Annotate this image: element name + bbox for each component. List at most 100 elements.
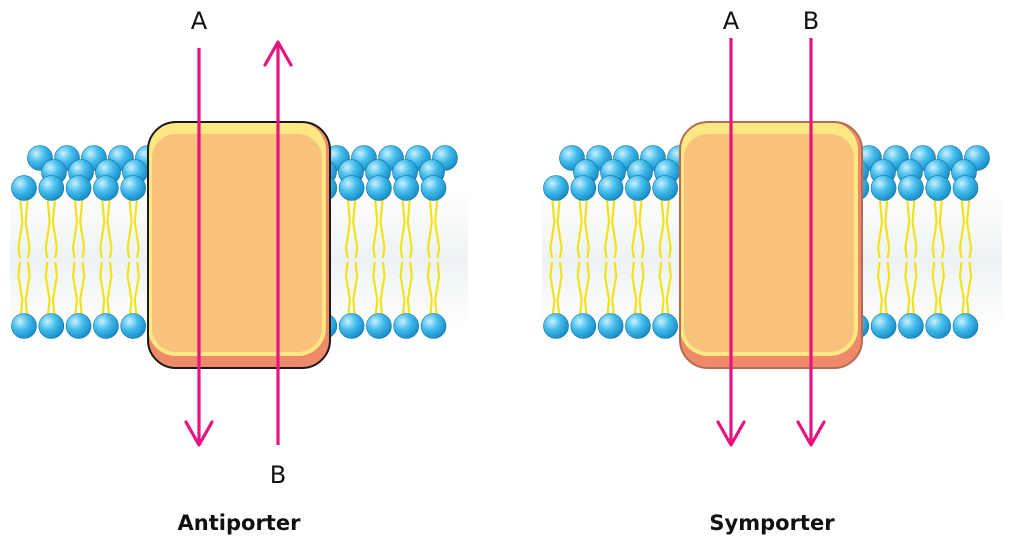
antiporter-lipid-head xyxy=(38,313,65,339)
antiporter-lipid-head xyxy=(11,175,37,201)
antiporter-lipid-tail xyxy=(133,261,140,323)
antiporter-lipid-head xyxy=(393,313,420,339)
antiporter-lipid-tail xyxy=(71,195,79,259)
antiporter-lipid-head xyxy=(38,175,65,201)
antiporter-arrows xyxy=(184,40,293,447)
antiporter-lipid-head xyxy=(93,175,119,201)
antiporter-protein-outline xyxy=(147,121,331,369)
symporter-lipid-tail xyxy=(658,195,665,259)
antiporter-lipid-tail xyxy=(24,195,31,259)
symporter-lipid-head xyxy=(543,313,569,339)
antiporter-lipid-tail xyxy=(51,261,58,323)
antiporter-lipid-tail xyxy=(44,261,51,323)
symporter-lipid-tail xyxy=(966,195,973,259)
antiporter-lipid-tail xyxy=(399,195,406,259)
symporter-lipid-head xyxy=(543,175,569,201)
antiporter-lipid-tail xyxy=(106,261,113,323)
antiporter-lipid-tail xyxy=(344,195,352,259)
antiporter-lipid-tail xyxy=(99,195,106,259)
antiporter-lipid-tail xyxy=(426,261,433,323)
symporter-lipid-tail xyxy=(583,195,590,259)
symporter-lipid-tail xyxy=(631,195,638,259)
antiporter-lipid-head xyxy=(338,313,365,339)
symporter-arrowhead-a xyxy=(716,420,746,447)
antiporter-title: Antiporter xyxy=(178,511,302,535)
symporter-lipid-tail xyxy=(556,261,563,323)
antiporter-lipid-tail xyxy=(372,195,379,259)
symporter-arrows xyxy=(716,38,826,447)
symporter-lipid-tail xyxy=(931,261,938,323)
antiporter-lipid-tail xyxy=(79,195,86,259)
antiporter-label-a: A xyxy=(191,7,208,35)
antiporter-lipid-head xyxy=(120,175,146,201)
antiporter-lipid-tail xyxy=(434,195,441,259)
antiporter-label-b: B xyxy=(270,461,286,489)
symporter-lipid-tail xyxy=(911,261,918,323)
symporter-transport-protein xyxy=(679,121,863,369)
symporter-lipid-tail xyxy=(611,195,618,259)
symporter-lipid-tail xyxy=(603,195,611,259)
symporter-lipid-head xyxy=(570,313,597,339)
antiporter-protein-body xyxy=(152,134,322,352)
antiporter-lipid-tail xyxy=(17,261,24,323)
symporter-lipid-head xyxy=(652,313,679,339)
symporter-lipid-tail xyxy=(938,261,945,323)
symporter-lipid-tail xyxy=(665,195,672,259)
symporter-lipid-tail xyxy=(631,261,638,323)
antiporter-lipid-tail xyxy=(426,195,433,259)
antiporter-lipid-head xyxy=(420,313,447,339)
symporter-lipid-head xyxy=(597,175,624,201)
antiporter-lipid-head xyxy=(393,175,420,201)
symporter-lipid-head xyxy=(925,175,952,201)
symporter-label-a: A xyxy=(723,7,740,35)
antiporter-lipid-tail xyxy=(406,195,413,259)
antiporter-lipid-tail xyxy=(24,261,31,323)
symporter-lipid-tail xyxy=(603,261,611,323)
antiporter-lipid-tail xyxy=(99,261,106,323)
symporter-lipid-head xyxy=(898,175,924,201)
antiporter-lipid-tail xyxy=(399,261,406,323)
antiporter-lipid-head xyxy=(65,313,92,339)
antiporter-lipid-head xyxy=(93,313,119,339)
antiporter-lipid-tail xyxy=(106,195,113,259)
symporter-lipid-tail xyxy=(958,195,965,259)
antiporter-lipid-tail xyxy=(406,261,413,323)
symporter-lipid-head xyxy=(952,313,979,339)
symporter-lipid-tail xyxy=(884,195,891,259)
antiporter-lipid-tail xyxy=(44,195,51,259)
antiporter-lipid-tail xyxy=(434,261,441,323)
symporter-lipid-tail xyxy=(876,195,884,259)
antiporter-arrowhead-b xyxy=(263,40,293,67)
antiporter-lipid-tail xyxy=(71,261,79,323)
symporter-panel: A B Symporter xyxy=(542,7,1002,535)
symporter-lipid-tail xyxy=(583,261,590,323)
symporter-lipid-tail xyxy=(638,195,645,259)
antiporter-transport-protein xyxy=(147,121,331,369)
symporter-lipid-tail xyxy=(884,261,891,323)
symporter-lipid-tail xyxy=(658,261,665,323)
antiporter-lipid-head xyxy=(420,175,447,201)
symporter-label-b: B xyxy=(803,7,819,35)
antiporter-lipid-tail xyxy=(352,195,359,259)
symporter-lipid-head xyxy=(625,313,651,339)
antiporter-lipid-tail xyxy=(126,195,133,259)
antiporter-panel: A B Antiporter xyxy=(10,7,468,535)
symporter-lipid-tail xyxy=(549,195,556,259)
antiporter-lipid-tail xyxy=(133,195,140,259)
symporter-lipid-tail xyxy=(611,261,618,323)
antiporter-lipid-tail xyxy=(17,195,24,259)
antiporter-lipid-tail xyxy=(344,261,352,323)
antiporter-lipid-head xyxy=(366,175,392,201)
symporter-arrowhead-b xyxy=(796,420,826,447)
antiporter-lipid-head xyxy=(11,313,37,339)
antiporter-arrowhead-a xyxy=(184,420,214,447)
symporter-lipid-tail xyxy=(938,195,945,259)
antiporter-lipid-tail xyxy=(79,261,86,323)
antiporter-lipid-head xyxy=(366,313,392,339)
symporter-lipid-tail xyxy=(931,195,938,259)
symporter-lipid-tail xyxy=(556,195,563,259)
antiporter-lipid-head xyxy=(338,175,365,201)
symporter-lipid-head xyxy=(925,313,952,339)
symporter-lipid-tail xyxy=(904,261,911,323)
